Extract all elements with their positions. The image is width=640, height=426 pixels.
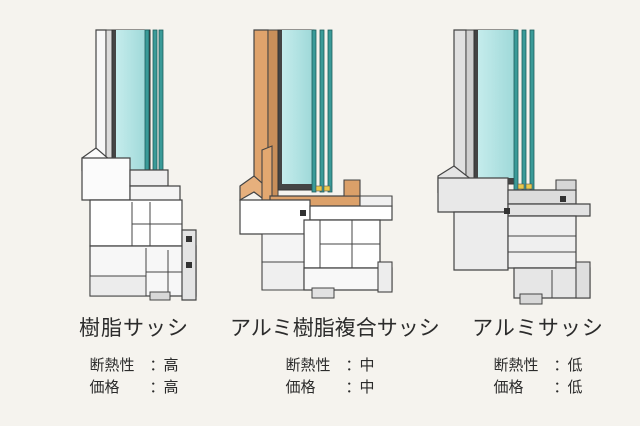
frame-profile	[81, 147, 197, 301]
insulation-label: 断熱性	[89, 356, 135, 374]
separator: ：	[345, 378, 361, 396]
insulation-row: 断熱性 ：低	[493, 354, 582, 376]
insulation-label: 断熱性	[285, 356, 331, 374]
insulation-row: 断熱性 ：中	[285, 354, 374, 376]
aluminum-sash-caption: アルミサッシ 断熱性：低 価格：低	[438, 312, 638, 398]
separator: ：	[149, 378, 165, 396]
insulation-value: 中	[359, 356, 375, 374]
resin-sash-caption: 樹脂サッシ 断熱性：高 価格：高	[34, 312, 234, 398]
glass-pane	[478, 29, 535, 191]
price-value: 中	[359, 378, 375, 396]
product-name: アルミサッシ	[472, 316, 604, 340]
price-value: 高	[163, 378, 179, 396]
insulation-value: 低	[567, 356, 583, 374]
price-label: 価格	[285, 378, 316, 396]
product-name: アルミ樹脂複合サッシ	[230, 316, 440, 340]
separator: ：	[553, 356, 569, 374]
frame-profile	[239, 145, 393, 299]
price-row: 価格 ：高	[89, 376, 178, 398]
separator: ：	[553, 378, 569, 396]
price-value: 低	[567, 378, 583, 396]
insulation-value: 高	[163, 356, 179, 374]
price-label: 価格	[89, 378, 120, 396]
product-name: 樹脂サッシ	[79, 316, 189, 340]
insulation-label: 断熱性	[493, 356, 539, 374]
aluminum-resin-composite-sash-illustration	[239, 29, 393, 299]
price-row: 価格 ：中	[285, 376, 374, 398]
composite-sash-caption: アルミ樹脂複合サッシ 断熱性：中 価格：中	[230, 312, 440, 398]
price-label: 価格	[493, 378, 524, 396]
separator: ：	[149, 356, 165, 374]
glass-pane	[282, 29, 333, 193]
separator: ：	[345, 356, 361, 374]
insulation-row: 断熱性 ：高	[89, 354, 178, 376]
resin-sash-illustration	[81, 29, 197, 301]
frame-profile	[437, 165, 591, 305]
aluminum-sash-illustration	[437, 29, 591, 305]
price-row: 価格 ：低	[493, 376, 582, 398]
